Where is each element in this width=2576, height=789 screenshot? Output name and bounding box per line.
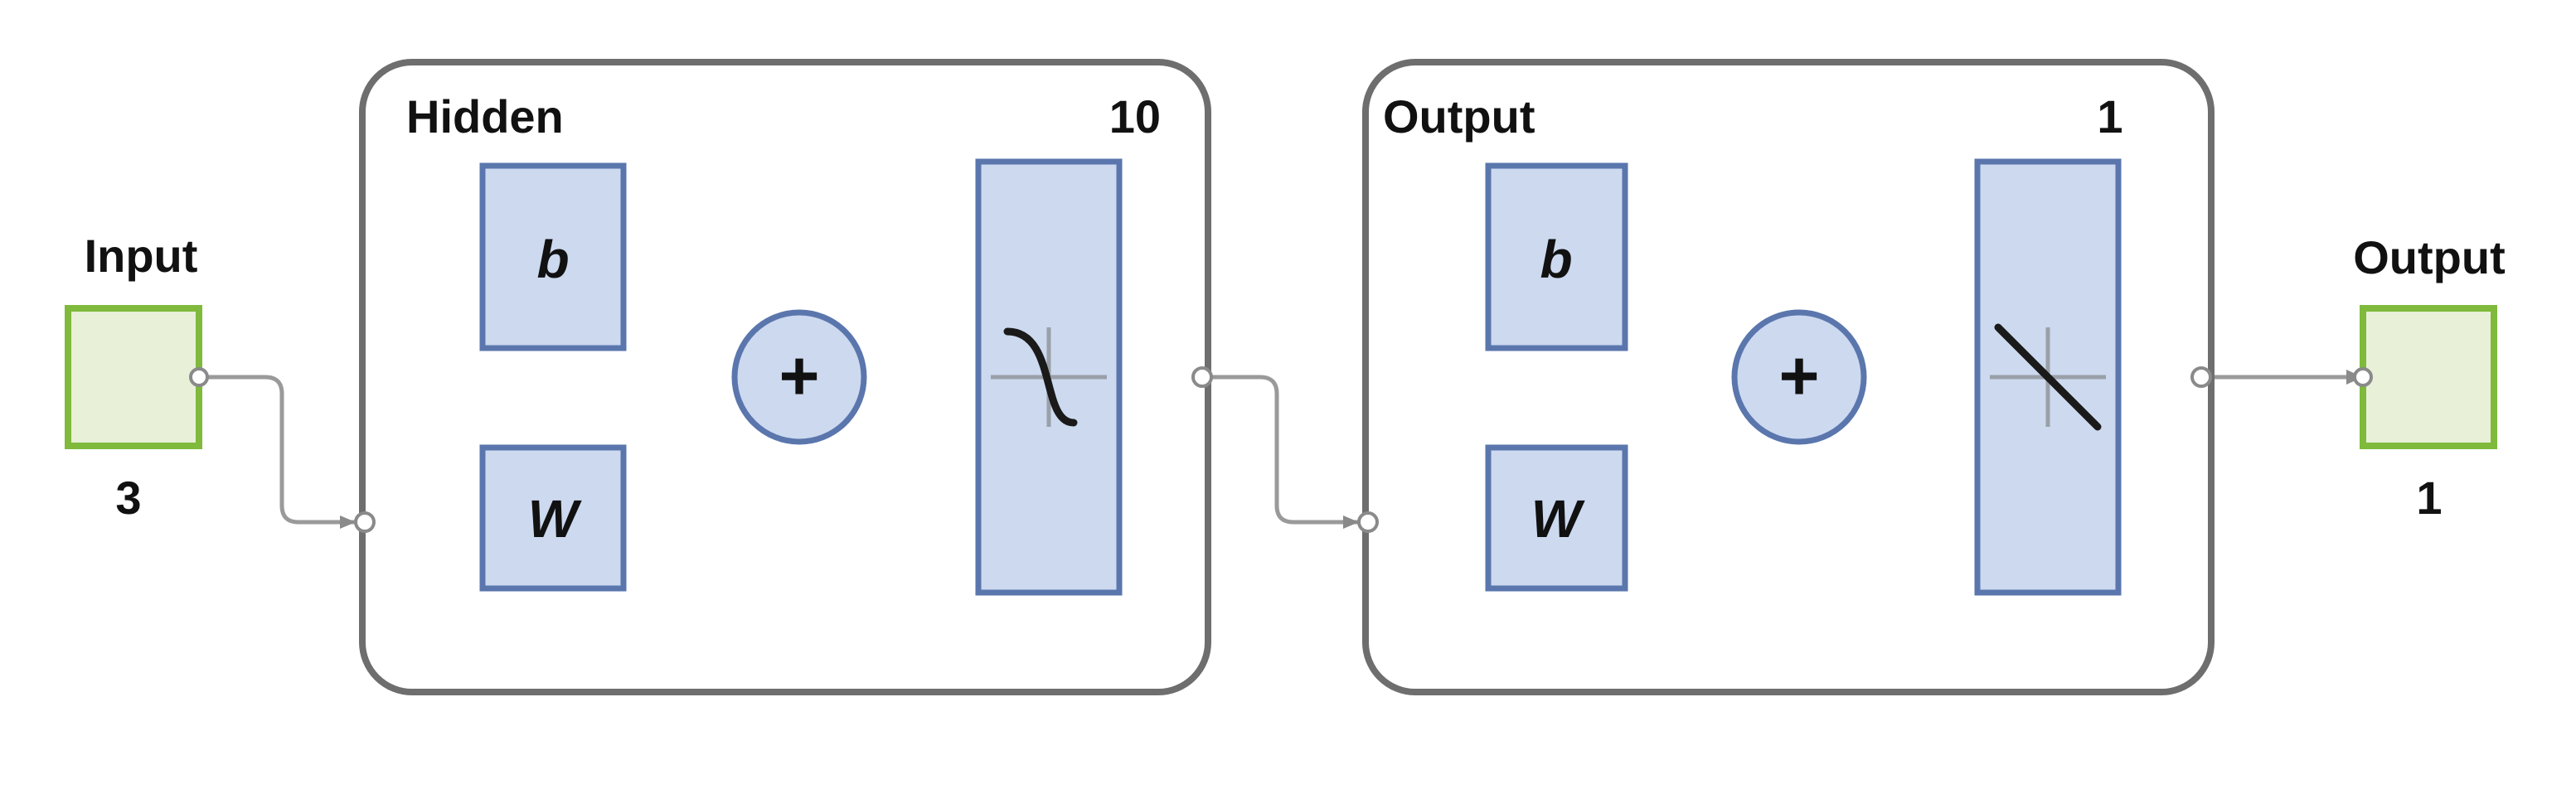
hidden-sum-node [731, 309, 867, 445]
output-layer-size: 1 [2097, 90, 2122, 143]
sigmoid-curve [1003, 327, 1078, 427]
wire-hidden-to-output-layer [1202, 375, 1368, 525]
output-port-label: Output [2353, 231, 2505, 283]
output-bias-symbol: b [1540, 230, 1572, 289]
input-label: Input [85, 230, 198, 282]
output-port-junction [2353, 367, 2373, 387]
output-weight-symbol: W [1531, 489, 1585, 549]
linear-curve [1994, 323, 2102, 431]
hidden-weight-block [479, 444, 627, 592]
output-weight-block [1485, 444, 1628, 592]
linear-icon [1974, 158, 2122, 596]
output-layer-title: Output [1383, 90, 1535, 143]
output-size: 1 [2416, 472, 2442, 524]
output-bias-block [1485, 162, 1628, 351]
sigmoid-icon [975, 158, 1123, 596]
output-entry-junction [1357, 511, 1379, 533]
input-port [65, 305, 202, 449]
hidden-layer: Hidden 10 b W + [354, 59, 1213, 695]
hidden-layer-title: Hidden [406, 90, 564, 143]
output-entry-arrow-icon [1343, 516, 1359, 529]
hidden-layer-size: 10 [1109, 90, 1161, 143]
output-sum-node [1731, 309, 1867, 445]
hidden-entry-arrow-icon [340, 516, 356, 529]
output-exit-junction [2190, 366, 2212, 388]
hidden-bias-symbol: b [536, 230, 569, 289]
hidden-weight-symbol: W [528, 489, 582, 549]
hidden-entry-junction [354, 511, 376, 533]
wire-input-to-hidden [199, 375, 365, 525]
output-sum-symbol: + [1778, 336, 1819, 414]
input-size: 3 [115, 472, 141, 524]
hidden-bias-block [479, 162, 627, 351]
hidden-sum-symbol: + [779, 336, 819, 414]
input-port-junction [189, 367, 209, 387]
output-port [2360, 305, 2497, 449]
hidden-exit-junction [1191, 366, 1213, 388]
output-layer: Output 1 b W + [1357, 59, 2215, 695]
